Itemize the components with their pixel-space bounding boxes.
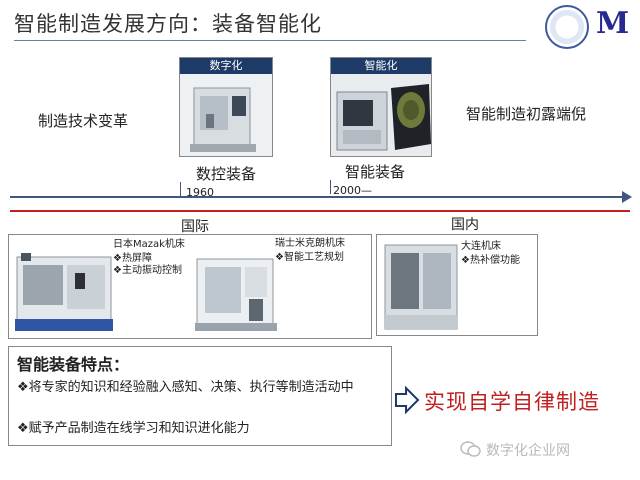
left-label: 制造技术变革 <box>38 110 128 131</box>
conclusion-text: 实现自学自律制造 <box>424 386 600 416</box>
tick-2000 <box>330 180 331 194</box>
axis-arrowhead <box>622 191 632 203</box>
region-international: 国际 <box>181 216 209 236</box>
year-2000: 2000— <box>333 184 372 197</box>
intelligent-stage-card: 智能化 <box>330 57 432 157</box>
brand-logo: M <box>596 6 629 41</box>
intelligent-tag: 智能化 <box>331 58 431 74</box>
page-title: 智能制造发展方向：装备智能化 <box>14 8 322 38</box>
features-panel: 智能装备特点： ❖将专家的知识和经验融入感知、决策、执行等制造活动中 ❖赋予产品… <box>8 346 392 446</box>
international-machines-panel: 日本Mazak机床 ❖热屏障 ❖主动振动控制 瑞士米克朗机床 ❖智能工艺规划 <box>8 234 372 339</box>
dalian-machine-image <box>381 241 461 333</box>
timeline-axis <box>10 196 630 198</box>
outline-arrow-icon <box>394 386 420 414</box>
wechat-icon <box>460 440 482 458</box>
mazak-name: 日本Mazak机床 <box>113 239 185 251</box>
watermark-text: 数字化企业网 <box>486 440 570 460</box>
digital-tag: 数字化 <box>180 58 272 74</box>
intelligent-caption: 智能装备 <box>345 161 405 182</box>
mikron-feature-1: ❖智能工艺规划 <box>275 252 344 264</box>
cnc-machine-image <box>180 74 273 157</box>
right-label: 智能制造初露端倪 <box>466 103 586 124</box>
region-domestic: 国内 <box>451 214 479 234</box>
mazak-feature-2: ❖主动振动控制 <box>113 265 182 277</box>
digital-stage-card: 数字化 <box>179 57 273 157</box>
feature-item-1: ❖将专家的知识和经验融入感知、决策、执行等制造活动中 <box>17 378 389 398</box>
domestic-machines-panel: 大连机床 ❖热补偿功能 <box>376 234 538 336</box>
university-seal-logo <box>545 5 589 49</box>
digital-caption: 数控装备 <box>196 163 256 184</box>
mikron-machine-image <box>193 253 279 335</box>
mazak-machine-image <box>15 247 115 333</box>
year-1960: 1960 <box>186 186 214 199</box>
mazak-feature-1: ❖热屏障 <box>113 253 152 265</box>
intelligent-machine-image <box>331 74 432 157</box>
tick-1960 <box>180 182 181 196</box>
features-title: 智能装备特点： <box>17 351 129 375</box>
divider-red-line <box>10 210 630 212</box>
dalian-feature-1: ❖热补偿功能 <box>461 255 520 267</box>
dalian-name: 大连机床 <box>461 241 501 253</box>
mikron-name: 瑞士米克朗机床 <box>275 238 345 250</box>
feature-item-2: ❖赋予产品制造在线学习和知识进化能力 <box>17 419 389 439</box>
title-underline <box>14 40 526 41</box>
